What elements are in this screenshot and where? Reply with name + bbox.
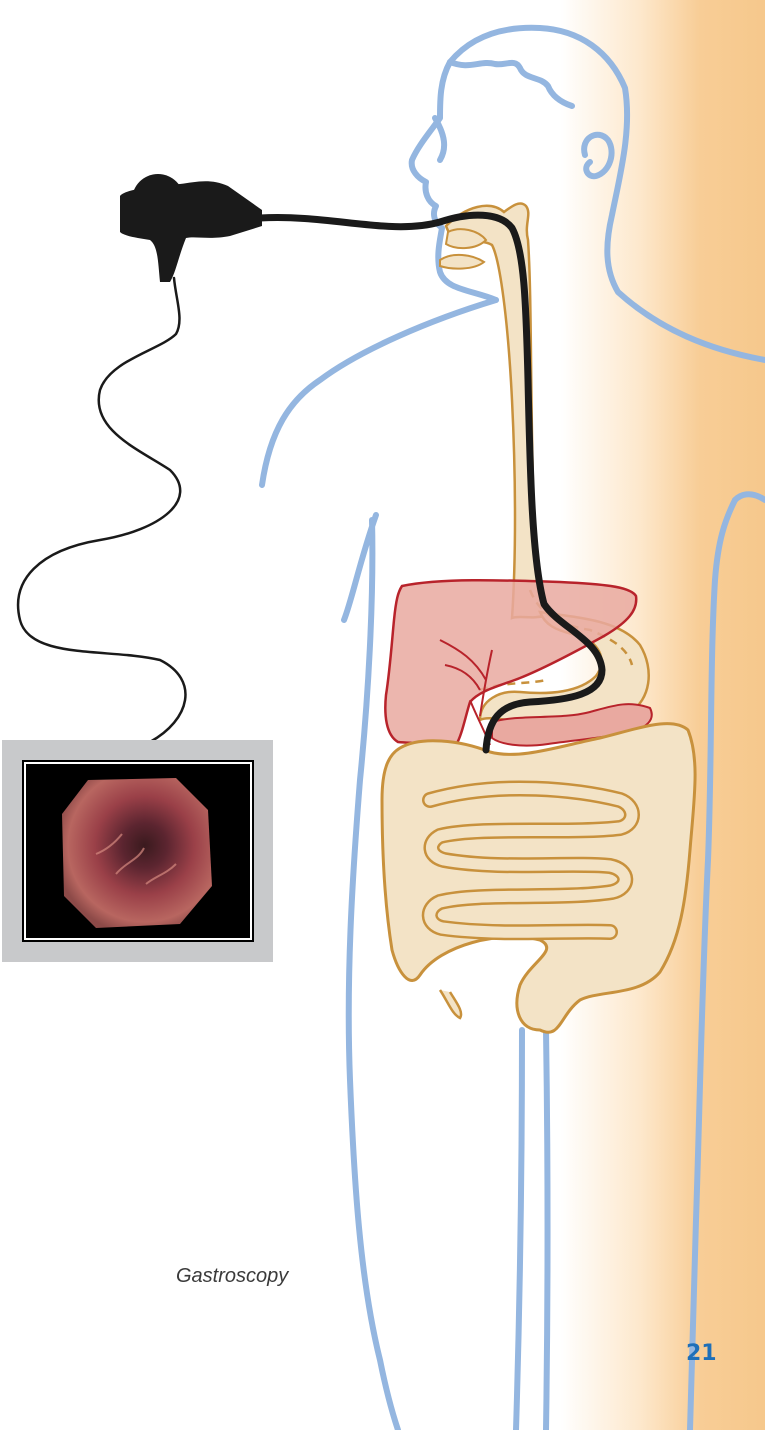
large-intestine — [382, 724, 695, 1033]
face-profile-line — [435, 118, 444, 160]
figure-caption: Gastroscopy — [176, 1265, 288, 1288]
appendix — [440, 990, 461, 1018]
leg-inner-right — [546, 1030, 548, 1430]
endoscope-cable — [18, 278, 185, 742]
shoulder-back — [262, 300, 496, 485]
monitor-screen — [24, 762, 252, 940]
endoscopic-view-image — [26, 764, 250, 938]
right-arm — [735, 494, 765, 500]
torso-right — [690, 500, 735, 1430]
page-number: 21 — [686, 1341, 717, 1366]
hair-line — [450, 62, 572, 106]
endoscopy-monitor-icon — [2, 740, 273, 962]
tongue — [440, 255, 484, 269]
leg-inner-left — [516, 1030, 522, 1430]
ear-icon — [584, 135, 611, 177]
endoscope-handle-icon — [120, 174, 262, 282]
